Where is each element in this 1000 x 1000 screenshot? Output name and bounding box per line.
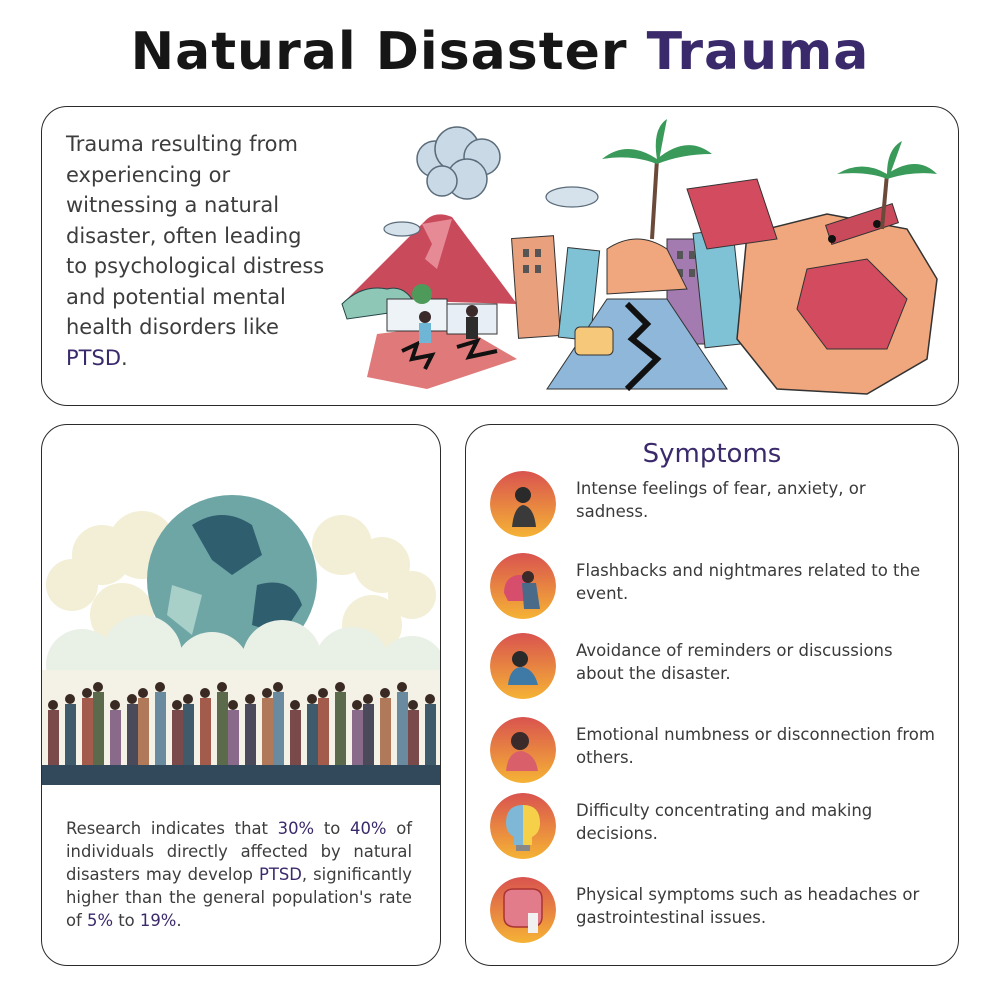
page-title: Natural Disaster Trauma (0, 22, 1000, 82)
crowd-person-head (318, 688, 328, 698)
crowd-person-body (110, 710, 121, 765)
crowd-person-head (155, 682, 165, 692)
flashback-icon (490, 553, 556, 619)
crowd-person-head (335, 682, 345, 692)
crowd-person-head (397, 682, 407, 692)
symptom-text: Difficulty concentrating and making deci… (576, 801, 873, 843)
crowd-person-body (138, 698, 149, 765)
crowd-person-body (48, 710, 59, 765)
research-part-4: , significantly higher than the general … (66, 865, 412, 930)
crowd-person-body (155, 692, 166, 765)
crowd-person-head (408, 700, 418, 710)
symptom-item: Physical symptoms such as headaches or g… (490, 877, 950, 947)
symptoms-title: Symptoms (642, 439, 782, 469)
symptom-item: Avoidance of reminders or discussions ab… (490, 633, 950, 703)
research-general-high: 19% (139, 911, 177, 930)
symptoms-panel: Symptoms Intense feelings of fear, anxie… (465, 424, 959, 966)
symptom-item: Intense feelings of fear, anxiety, or sa… (490, 471, 950, 541)
crowd-person-body (273, 692, 284, 765)
crowd-person-body (380, 698, 391, 765)
crowd-person-head (352, 700, 362, 710)
research-part-5: to (113, 911, 140, 930)
research-part-1: Research indicates that (66, 819, 278, 838)
crowd-person-body (318, 698, 329, 765)
crowd-person-head (48, 700, 58, 710)
crowd-person-head (228, 700, 238, 710)
crowd-person-head (138, 688, 148, 698)
symptom-text: Physical symptoms such as headaches or g… (576, 885, 920, 927)
definition-end: . (121, 345, 128, 370)
crowd-person-head (183, 694, 193, 704)
crowd-person-head (245, 694, 255, 704)
crowd-person-head (380, 688, 390, 698)
research-panel: Research indicates that 30% to 40% of in… (41, 424, 441, 966)
crowd-person-body (290, 710, 301, 765)
research-general-low: 5% (87, 911, 114, 930)
crowd-person-body (425, 704, 436, 765)
research-part-6: . (176, 911, 182, 930)
research-part-2: to (314, 819, 351, 838)
crowd-person-head (127, 694, 137, 704)
research-stat-low: 30% (277, 819, 315, 838)
crowd-person-head (65, 694, 75, 704)
research-text: Research indicates that 30% to 40% of in… (66, 817, 412, 932)
research-part-3: of individuals directly affected by natu… (66, 819, 412, 884)
crowd-person-body (245, 704, 256, 765)
crowd-person-body (65, 704, 76, 765)
crowd-person-head (425, 694, 435, 704)
crowd-person-body (397, 692, 408, 765)
research-stat-high: 40% (350, 819, 387, 838)
crowd-person-body (172, 710, 183, 765)
definition-highlight: PTSD (66, 345, 121, 370)
symptom-item: Difficulty concentrating and making deci… (490, 793, 950, 863)
numbness-icon (490, 717, 556, 783)
definition-body: Trauma resulting from experiencing or wi… (66, 132, 325, 339)
definition-panel: Trauma resulting from experiencing or wi… (41, 106, 959, 406)
symptom-text: Emotional numbness or disconnection from… (576, 725, 935, 767)
crowd-person-head (110, 700, 120, 710)
crowd-person-head (93, 682, 103, 692)
definition-text: Trauma resulting from experiencing or wi… (66, 129, 326, 373)
fear-icon (490, 471, 556, 537)
crowd-person-body (82, 698, 93, 765)
crowd-person-body (127, 704, 138, 765)
symptom-item: Emotional numbness or disconnection from… (490, 717, 950, 787)
title-accent: Trauma (646, 22, 870, 82)
crowd-person-head (307, 694, 317, 704)
disaster-illustration (341, 119, 938, 395)
crowd-person-head (217, 682, 227, 692)
globe-crowd-illustration (42, 495, 440, 785)
crowd-person-head (82, 688, 92, 698)
crowd-person-body (183, 704, 194, 765)
symptom-text: Avoidance of reminders or discussions ab… (576, 641, 893, 683)
crowd-person-head (273, 682, 283, 692)
crowd-person-body (307, 704, 318, 765)
stomach-icon (490, 877, 556, 943)
brain-lightbulb-icon (490, 793, 556, 859)
symptom-text: Intense feelings of fear, anxiety, or sa… (576, 479, 866, 521)
crowd-person-head (200, 688, 210, 698)
avoidance-icon (490, 633, 556, 699)
crowd-person-head (290, 700, 300, 710)
crowd-person-body (217, 692, 228, 765)
crowd-person-body (408, 710, 419, 765)
crowd-person-head (363, 694, 373, 704)
symptom-text: Flashbacks and nightmares related to the… (576, 561, 921, 603)
symptom-item: Flashbacks and nightmares related to the… (490, 553, 950, 623)
crowd-person-body (262, 698, 273, 765)
research-ptsd: PTSD (258, 865, 302, 884)
crowd-person-body (363, 704, 374, 765)
crowd-person-body (228, 710, 239, 765)
crowd-person-body (335, 692, 346, 765)
crowd-person-head (262, 688, 272, 698)
crowd-person-body (352, 710, 363, 765)
crowd-person-body (93, 692, 104, 765)
title-main: Natural Disaster (130, 22, 628, 82)
crowd-person-body (200, 698, 211, 765)
crowd-person-head (172, 700, 182, 710)
